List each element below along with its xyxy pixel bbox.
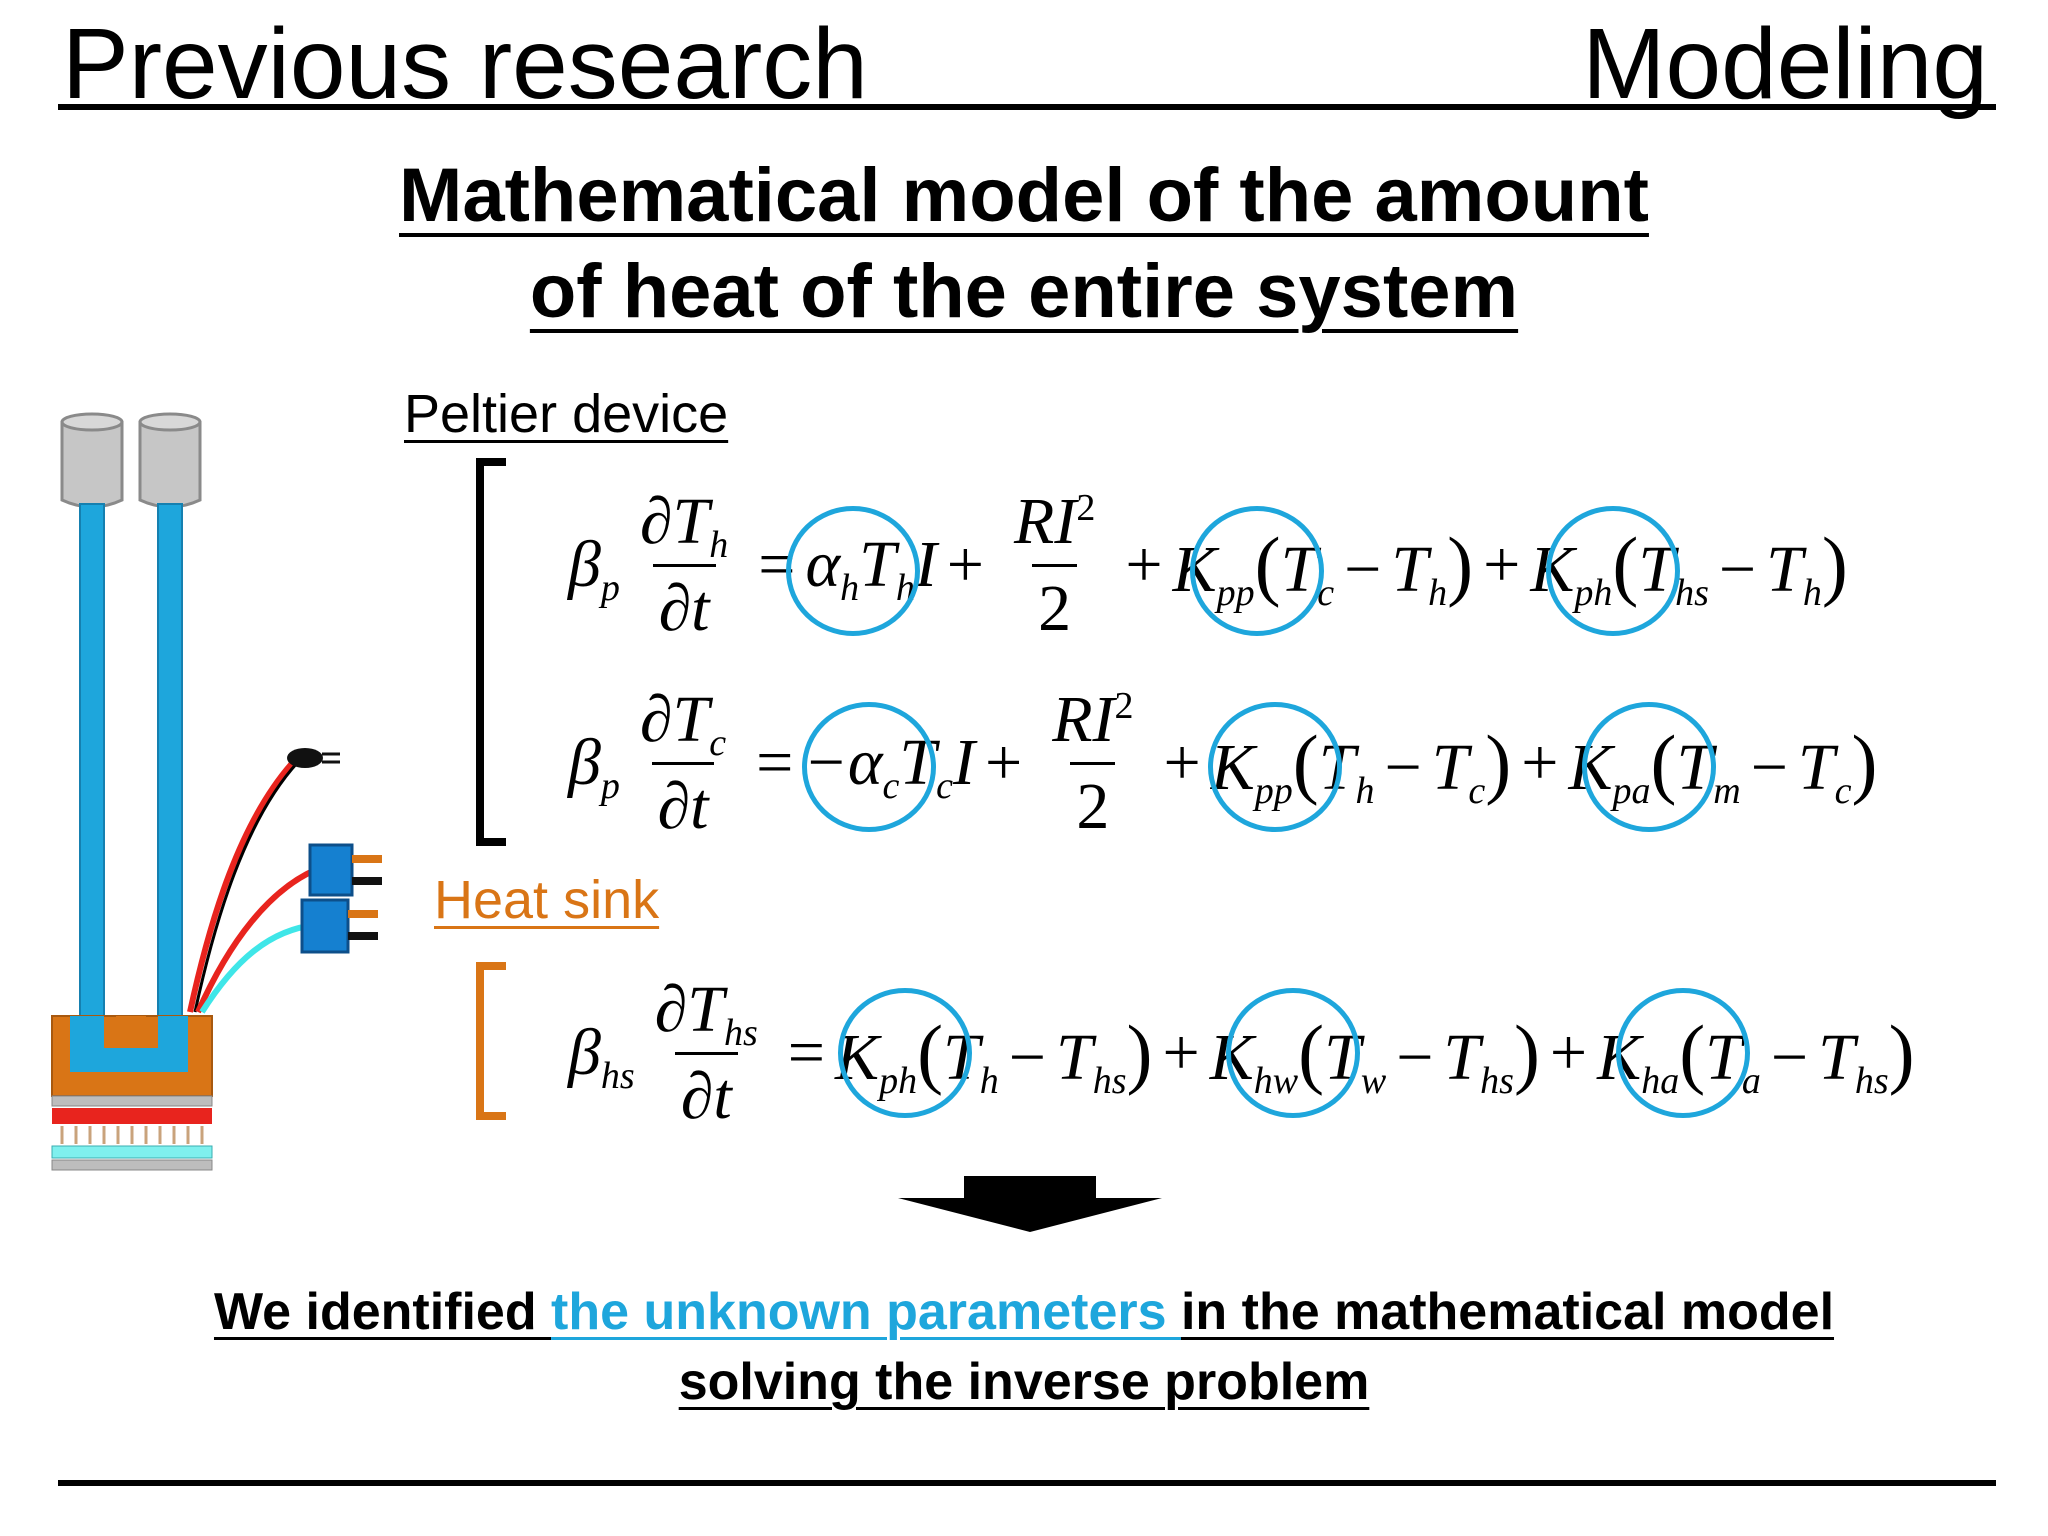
conclusion-line2: solving the inverse problem bbox=[678, 1353, 1370, 1411]
down-arrow-icon bbox=[898, 1176, 1162, 1232]
unknown-parameter-highlight-kha bbox=[1616, 988, 1750, 1118]
peltier-device-label: Peltier device bbox=[404, 384, 729, 444]
conclusion-part1: We identified bbox=[213, 1283, 552, 1341]
unknown-parameter-highlight-khw bbox=[1226, 988, 1360, 1118]
header-left-title: Previous research bbox=[62, 8, 868, 120]
header-rule bbox=[58, 104, 1996, 110]
device-illustration bbox=[51, 412, 382, 1171]
header-right-title: Modeling bbox=[1582, 8, 1988, 120]
footer-rule bbox=[58, 1480, 1996, 1486]
unknown-parameter-highlight-kpa bbox=[1582, 702, 1716, 832]
unknown-parameter-highlight-kph-1 bbox=[1546, 506, 1680, 636]
slide-title-line1: Mathematical model of the amount bbox=[399, 153, 1649, 238]
peltier-heat-sink-device-icon bbox=[51, 412, 382, 1171]
time-derivative: ∂Ths ∂t bbox=[654, 972, 758, 1133]
heat-sink-bracket bbox=[476, 962, 506, 1120]
heat-sink-label: Heat sink bbox=[434, 870, 660, 930]
conclusion-part3: in the mathematical model bbox=[1180, 1283, 1835, 1341]
unknown-parameter-highlight-alpha-c bbox=[802, 702, 936, 832]
beta-symbol: βhs bbox=[568, 1016, 635, 1097]
time-derivative: ∂Th ∂t bbox=[639, 484, 729, 645]
conclusion-line1: We identified the unknown parameters in … bbox=[0, 1278, 2048, 1346]
unknown-parameter-highlight-kpp-1 bbox=[1190, 506, 1324, 636]
conclusion-highlight: the unknown parameters bbox=[551, 1283, 1181, 1341]
unknown-parameter-highlight-kpp-2 bbox=[1208, 702, 1342, 832]
joule-heat-fraction: RI2 2 bbox=[1014, 484, 1096, 645]
beta-symbol: βp bbox=[568, 528, 620, 609]
unknown-parameter-highlight-kph-2 bbox=[838, 988, 972, 1118]
heat-sink-equation: βhs ∂Ths ∂t = Kph(Th−Ths) + Khw(Tw−Ths) … bbox=[568, 972, 1915, 1133]
peltier-bracket bbox=[476, 458, 506, 846]
time-derivative: ∂Tc ∂t bbox=[639, 682, 727, 843]
beta-symbol: βp bbox=[568, 726, 620, 807]
joule-heat-fraction: RI2 2 bbox=[1052, 682, 1134, 843]
unknown-parameter-highlight-alpha-h bbox=[786, 506, 920, 636]
slide-title-line2: of heat of the entire system bbox=[529, 249, 1519, 334]
